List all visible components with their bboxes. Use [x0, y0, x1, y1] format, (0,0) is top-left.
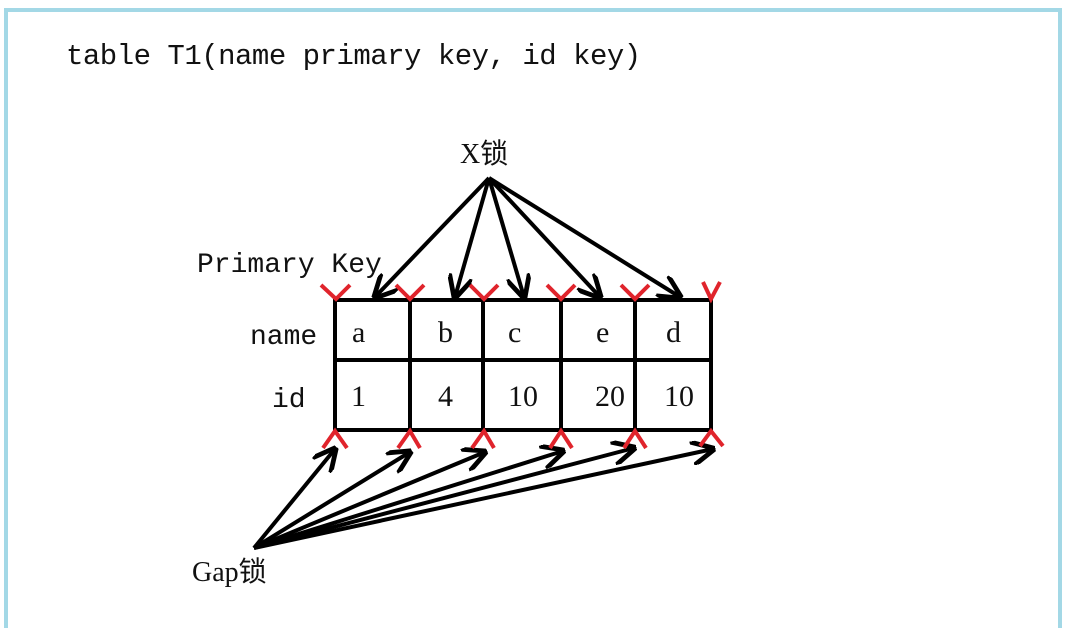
- primary-key-label: Primary Key: [197, 250, 382, 281]
- table-definition-title: table T1(name primary key, id key): [66, 40, 641, 73]
- cell-id-1: 1: [351, 380, 366, 413]
- gap-lock-arrows: [252, 448, 713, 550]
- cell-id-4: 20: [595, 380, 625, 413]
- cell-name-1: a: [352, 316, 366, 349]
- cell-id-2: 4: [438, 380, 453, 413]
- gap-lock-label: Gap锁: [192, 557, 267, 588]
- x-lock-arrows: [375, 176, 680, 297]
- cell-id-3: 10: [508, 380, 538, 413]
- cell-name-4: e: [596, 316, 610, 349]
- x-lock-label: X锁: [460, 139, 509, 170]
- gap-markers-bottom: [321, 427, 725, 450]
- lock-diagram: [252, 176, 725, 550]
- row-label-name: name: [250, 322, 318, 353]
- cell-name-2: b: [438, 316, 453, 349]
- cell-id-5: 10: [664, 380, 694, 413]
- cell-name-3: c: [508, 316, 522, 349]
- row-label-id: id: [272, 385, 306, 416]
- cell-name-5: d: [666, 316, 681, 349]
- diagram-frame: [4, 8, 1062, 628]
- gap-markers-top: [319, 281, 722, 304]
